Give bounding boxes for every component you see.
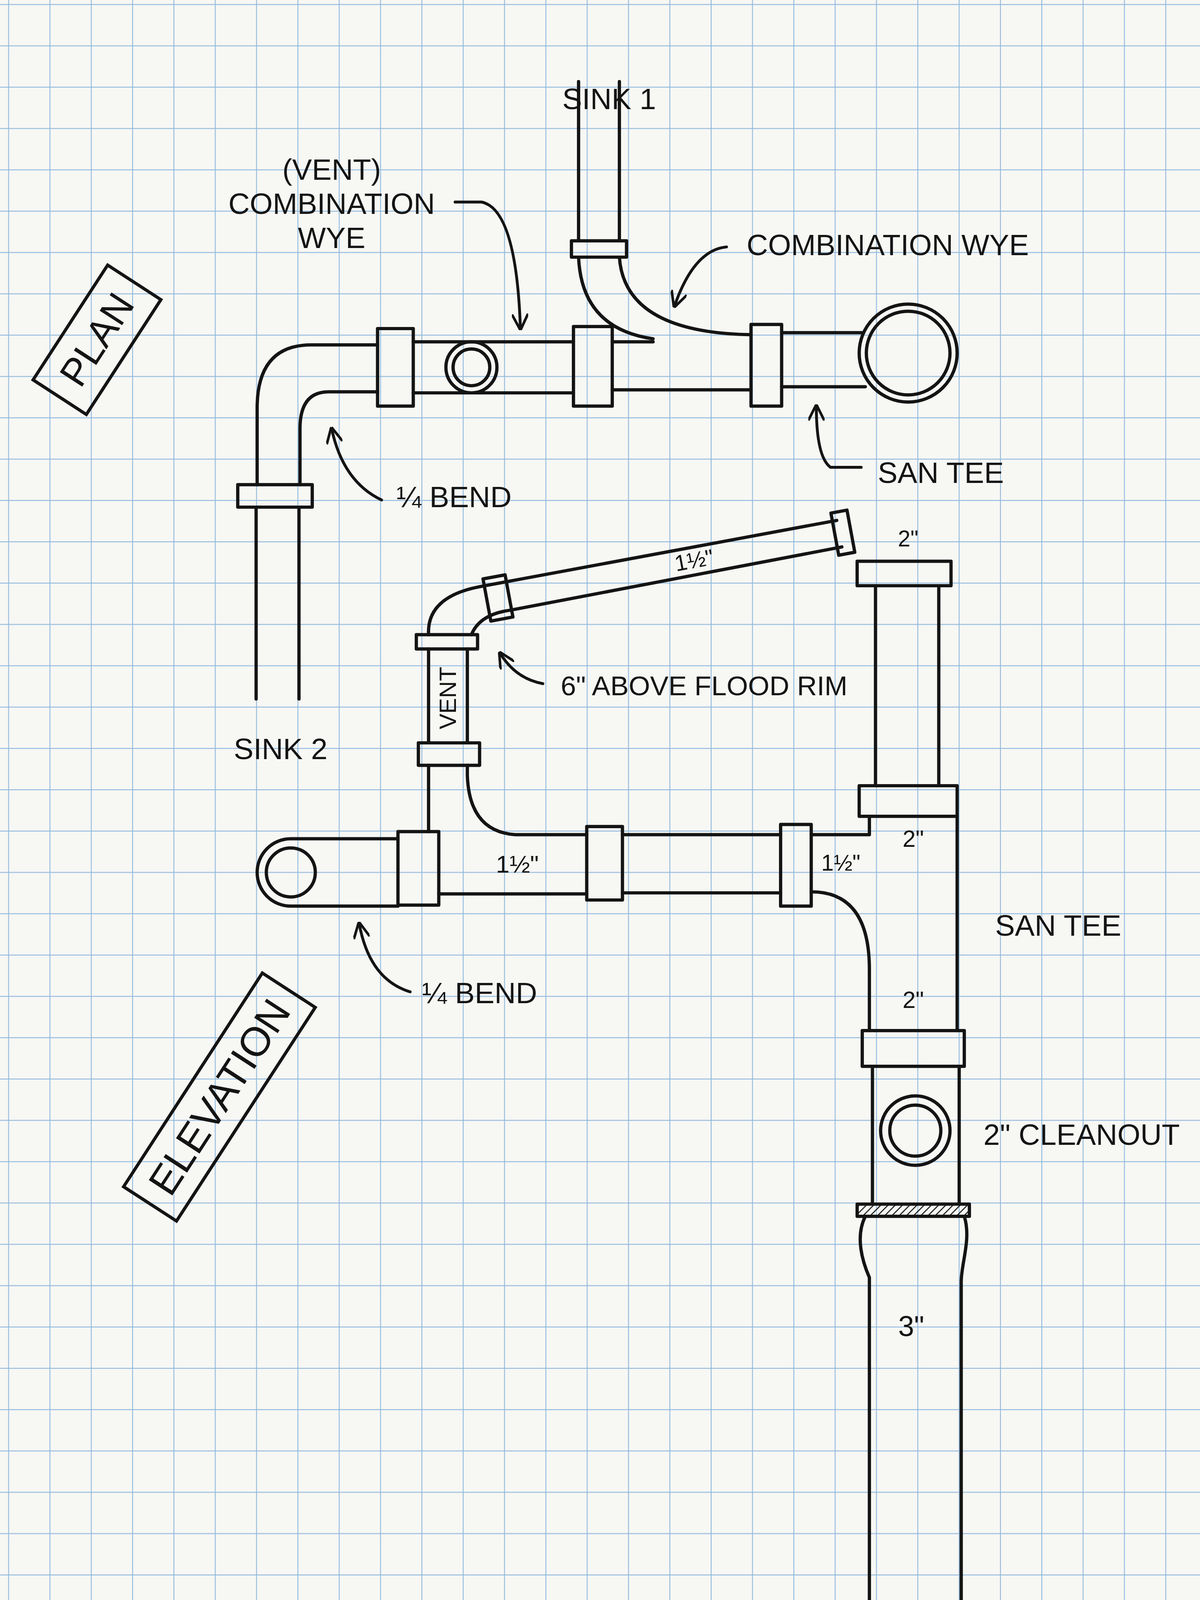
fitting-label: ¼ BEND [396, 481, 512, 513]
quarter-bend [257, 838, 399, 907]
quarter-bend [266, 848, 316, 897]
cleanout-body [872, 1066, 960, 1204]
vent-pipe [428, 648, 468, 743]
size-label: 2" [902, 987, 924, 1013]
pipe [413, 341, 574, 393]
coupling [751, 324, 782, 407]
san-tee [866, 311, 950, 395]
size-label: 2" [898, 526, 919, 551]
coupling [830, 509, 855, 556]
leader-line [455, 201, 521, 329]
size-label: 3" [898, 1311, 925, 1342]
leader-line [359, 923, 411, 992]
coupling [418, 742, 480, 766]
fitting-label: COMBINATION WYE [746, 229, 1029, 261]
san-tee [811, 816, 958, 1031]
pipe [255, 507, 299, 699]
vent-riser [446, 341, 498, 393]
fitting-label: SAN TEE [995, 909, 1122, 941]
size-label: 1½" [821, 851, 861, 875]
fitting-label: (VENT) COMBINATION WYE [228, 153, 435, 256]
pipes [237, 81, 1113, 1600]
coupling [862, 1030, 965, 1067]
coupling [377, 328, 414, 406]
san-tee [859, 303, 958, 402]
pipe [622, 834, 781, 893]
view-title-box: ELEVATION [121, 970, 318, 1224]
coupling [859, 785, 958, 817]
adapter-band [857, 1203, 970, 1217]
quarter-bend [257, 344, 378, 485]
leader-line [674, 246, 727, 306]
pipe-label: VENT [435, 666, 461, 730]
leader-line [500, 653, 543, 684]
coupling [237, 484, 313, 508]
fitting-label: 2" CLEANOUT [983, 1119, 1180, 1150]
coupling [571, 240, 627, 258]
vent-pipe [428, 520, 843, 635]
fixture-label: SINK 1 [562, 83, 656, 115]
view-title: ELEVATION [140, 991, 299, 1202]
fitting-label: SAN TEE [877, 456, 1004, 488]
leaders [331, 201, 862, 992]
fixture-label: SINK 2 [233, 733, 328, 765]
leader-line [816, 405, 862, 468]
coupling [416, 634, 478, 649]
coupling [398, 831, 439, 906]
view-title: PLAN [52, 286, 142, 394]
hub [857, 561, 952, 586]
vent-riser [453, 348, 491, 386]
pipe [781, 332, 866, 387]
coupling [482, 575, 513, 622]
pipe [612, 341, 752, 390]
pipe [426, 765, 431, 832]
combination-wye [438, 765, 587, 895]
pipe-3in [860, 1216, 968, 1600]
coupling [586, 826, 623, 900]
coupling [573, 326, 613, 407]
coupling [780, 824, 812, 907]
size-label: 1½" [672, 545, 716, 576]
size-label: 2" [902, 826, 924, 852]
note-label: 6" ABOVE FLOOD RIM [560, 671, 848, 701]
cleanout-plug [889, 1105, 941, 1157]
fitting-label: ¼ BEND [422, 977, 538, 1009]
view-title-box: PLAN [30, 262, 164, 417]
leader-line [331, 428, 382, 500]
size-label: 1½" [496, 851, 539, 878]
cleanout-plug [880, 1096, 950, 1166]
pipe [875, 585, 939, 786]
